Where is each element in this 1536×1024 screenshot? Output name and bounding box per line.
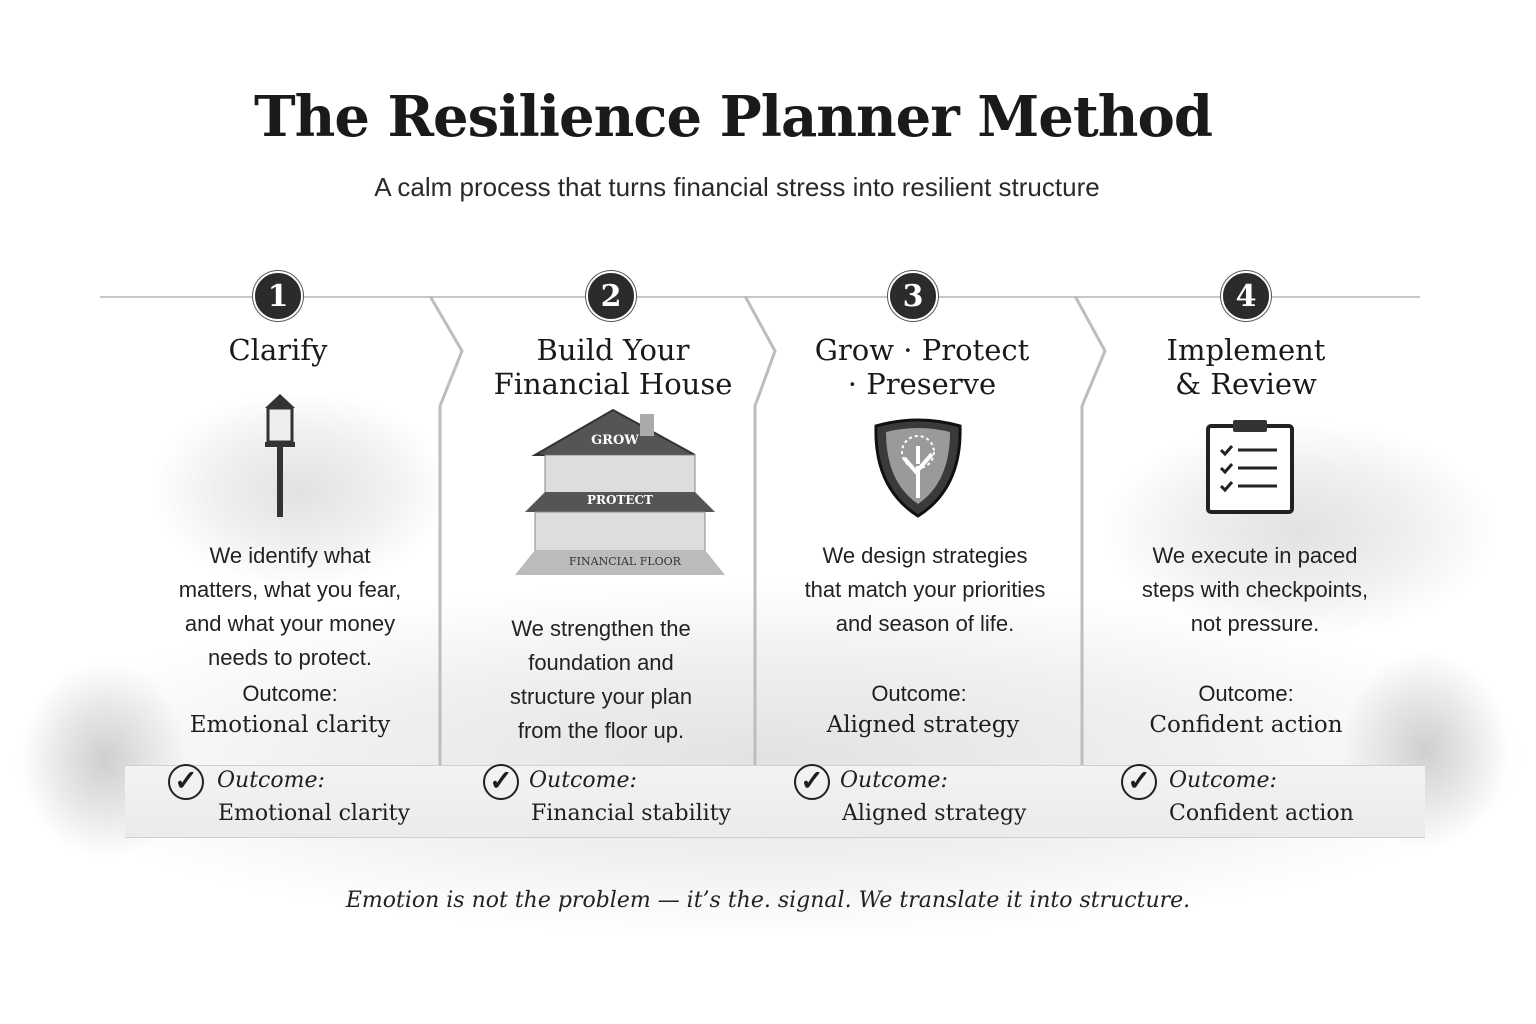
clipboard-checklist-icon [1206,420,1294,514]
check-icon: ✓ [168,764,204,800]
band-outcome-label-3: Outcome: [840,768,948,793]
step-heading-4: Implement& Review [1166,333,1326,401]
check-icon: ✓ [794,764,830,800]
divider-2 [743,296,777,766]
step-outcome-label-3: Outcome: [871,681,967,706]
background-shrubs [1100,420,1500,640]
background-shrubs [150,390,450,590]
step-outcome-label-1: Outcome: [242,681,338,706]
house-label-protect: PROTECT [586,493,653,507]
page-subtitle: A calm process that turns financial stre… [374,172,1100,202]
chevron-dividers [428,296,1107,766]
band-outcome-3: Aligned strategy [842,801,1027,826]
band-outcome-label-4: Outcome: [1169,768,1277,793]
tree-shield-icon [874,418,962,518]
house-label-grow: GROW [591,433,639,448]
band-outcome-label-2: Outcome: [529,768,637,793]
band-outcome-2: Financial stability [531,801,731,826]
step-number-2: 2 [586,271,636,321]
divider-1 [428,296,464,766]
step-outcome-4: Confident action [1149,712,1343,738]
step-number-3: 3 [888,271,938,321]
step-heading-1: Clarify [228,333,328,367]
step-number-4: 4 [1221,271,1271,321]
check-icon: ✓ [1121,764,1157,800]
band-outcome-4: Confident action [1169,801,1354,826]
step-number-1: 1 [253,271,303,321]
house-icon: GROW PROTECT FINANCIAL FLOOR [510,400,730,585]
band-outcome-label-1: Outcome: [217,768,325,793]
background-mist [0,580,1536,940]
footer-tagline: Emotion is not the problem — it’s the. s… [345,888,1191,913]
check-icon: ✓ [483,764,519,800]
outcome-band [125,765,1425,838]
step-heading-3: Grow · Protect· Preserve [814,333,1030,401]
step-outcome-1: Emotional clarity [189,712,391,738]
page-title: The Resilience Planner Method [253,84,1213,150]
divider-3 [1073,296,1107,766]
house-label-floor: FINANCIAL FLOOR [569,555,681,568]
timeline-line [100,296,1420,298]
step-outcome-label-4: Outcome: [1198,681,1294,706]
lamp-post-icon [265,394,295,517]
step-outcome-3: Aligned strategy [826,712,1020,738]
band-outcome-1: Emotional clarity [218,801,410,826]
